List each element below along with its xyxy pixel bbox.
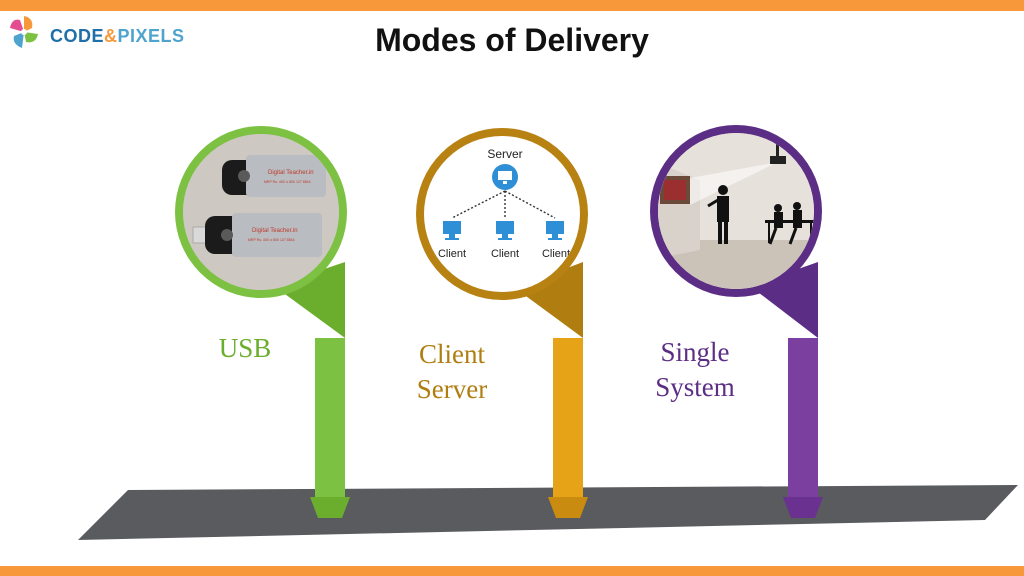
- usb-number-text: MRP Rs. 400 •• 800 127 8844: [248, 238, 295, 242]
- logo-word-pixels: PIXELS: [117, 26, 185, 46]
- pinwheel-logo-icon: [10, 16, 38, 48]
- usb-pin-stem: [315, 338, 345, 503]
- usb-drives-photo: Digital Teacher.in MRP Rs. 400 •• 800 12…: [183, 134, 339, 290]
- mode-label-line: System: [655, 372, 735, 402]
- top-accent-bar: [0, 0, 1024, 11]
- usb-number-text: MRP Rs. 400 •• 800 127 8844: [264, 180, 311, 184]
- ground-platform: [78, 485, 1018, 540]
- server-label: Server: [487, 147, 522, 161]
- mode-label-single-system: Single System: [630, 335, 760, 405]
- client-monitor-icon: [546, 221, 564, 240]
- desk-icon: [765, 220, 814, 223]
- mode-label-line: Single: [660, 337, 730, 367]
- student-figure: [774, 204, 782, 212]
- projector-beam: [690, 162, 778, 205]
- client-monitor-icon: [443, 221, 461, 240]
- client-monitor-icon: [496, 221, 514, 240]
- logo-ampersand: &: [104, 26, 118, 46]
- client-server-pin-stem: [553, 338, 583, 503]
- mode-label-line: Client: [419, 339, 485, 369]
- usb-drive-metal: [232, 213, 322, 257]
- client-label: Client: [438, 248, 466, 260]
- usb-drive-metal: [246, 155, 326, 197]
- client-server-photo-bg: [424, 136, 580, 292]
- usb-brand-text: Digital Teacher.in: [268, 170, 314, 176]
- logo-wordmark: CODE&PIXELS: [50, 26, 185, 47]
- code-and-pixels-logo: CODE&PIXELS: [4, 12, 194, 52]
- mode-label-line: Server: [416, 374, 488, 404]
- logo-word-code: CODE: [50, 26, 105, 46]
- classroom-projector-scene: [658, 133, 814, 289]
- usb-pin: Digital Teacher.in MRP Rs. 400 •• 800 12…: [175, 126, 350, 518]
- page-title: Modes of Delivery: [375, 22, 649, 58]
- teacher-figure: [718, 185, 728, 195]
- mode-label-usb: USB: [205, 331, 285, 366]
- client-server-network: Server Client Client Client: [438, 147, 570, 260]
- single-system-pin: [650, 125, 823, 518]
- client-server-pin-tail: [515, 262, 583, 338]
- usb-pin-foot: [310, 497, 350, 518]
- network-link: [451, 190, 506, 219]
- single-system-pin-stem: [788, 338, 818, 503]
- client-label: Client: [542, 248, 570, 260]
- client-server-pin-foot: [548, 497, 588, 518]
- single-system-pin-foot: [783, 497, 823, 518]
- client-server-pin: Server Client Client Client: [416, 128, 588, 518]
- client-label: Client: [491, 248, 519, 260]
- usb-brand-text: Digital Teacher.in: [252, 228, 298, 234]
- bottom-accent-bar: [0, 566, 1024, 576]
- projector-icon: [770, 156, 786, 164]
- network-link: [504, 190, 556, 219]
- mode-label-client-server: Client Server: [392, 337, 512, 407]
- mode-label-line: USB: [218, 333, 272, 363]
- student-figure: [793, 202, 801, 210]
